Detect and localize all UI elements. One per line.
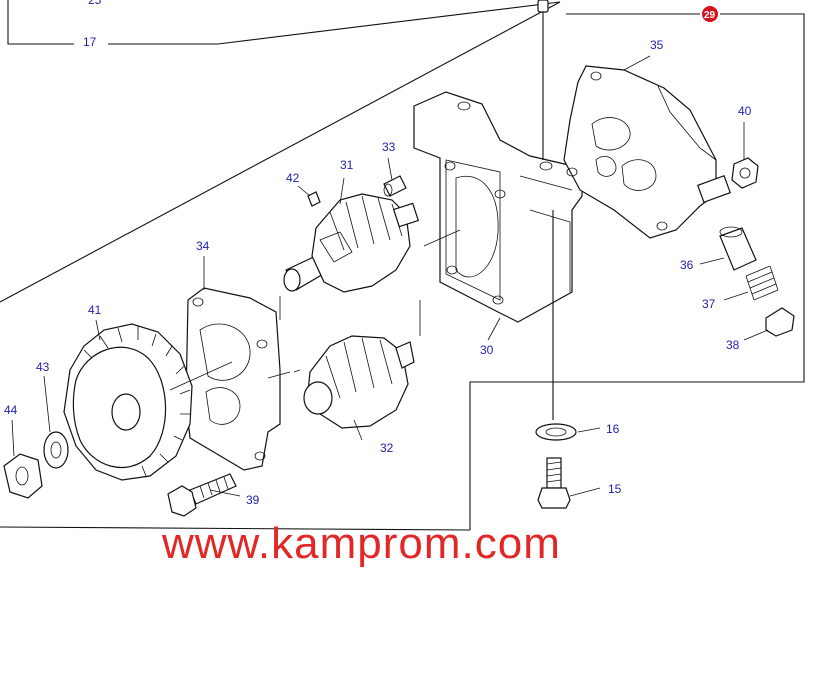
label-39: 39 [246,493,260,507]
label-15: 15 [608,482,622,496]
label-25: 25 [88,0,102,7]
label-29: 29 [704,10,716,21]
part-39-bolt [167,473,237,517]
part-37-spring [745,265,779,301]
part-32-driven-gear [303,335,415,429]
part-40-nut [731,157,759,189]
label-41: 41 [88,303,102,317]
label-32: 32 [380,441,394,455]
label-44: 44 [4,403,18,417]
part-38-plug [765,307,795,337]
label-37: 37 [702,297,716,311]
label-35: 35 [650,38,664,52]
part-30-pump-housing [413,91,583,323]
callout-labels: 25 17 29 35 40 33 31 42 34 36 37 41 38 3… [4,0,752,507]
frame-lines [0,0,805,531]
label-31: 31 [340,158,354,172]
label-33: 33 [382,140,396,154]
label-30: 30 [480,343,494,357]
badge-29 [702,6,718,22]
part-43-washer [43,431,69,469]
part-36-valve [719,227,757,271]
diagonal-boundary [0,1,561,303]
label-36: 36 [680,258,694,272]
relief-valve-parts [719,157,795,337]
label-38: 38 [726,338,740,352]
part-31-drive-gear [283,175,420,293]
part-34-front-plate [185,287,291,471]
label-42: 42 [286,171,300,185]
label-40: 40 [738,104,752,118]
part-33-pin [383,175,407,197]
part-16-washer [535,423,577,441]
part-44-nut [3,453,43,499]
part-41-timing-gear [63,323,193,481]
part-42-key [307,191,321,207]
small-fasteners [3,431,237,517]
label-43: 43 [36,360,50,374]
part-35-cover-plate [563,65,732,239]
label-17: 17 [83,35,97,49]
watermark-url: www.kamprom.com [162,519,561,568]
shaft-and-fasteners [535,0,577,509]
leader-lines [11,55,769,497]
label-16: 16 [606,422,620,436]
part-15-bolt [537,457,571,509]
label-34: 34 [196,239,210,253]
